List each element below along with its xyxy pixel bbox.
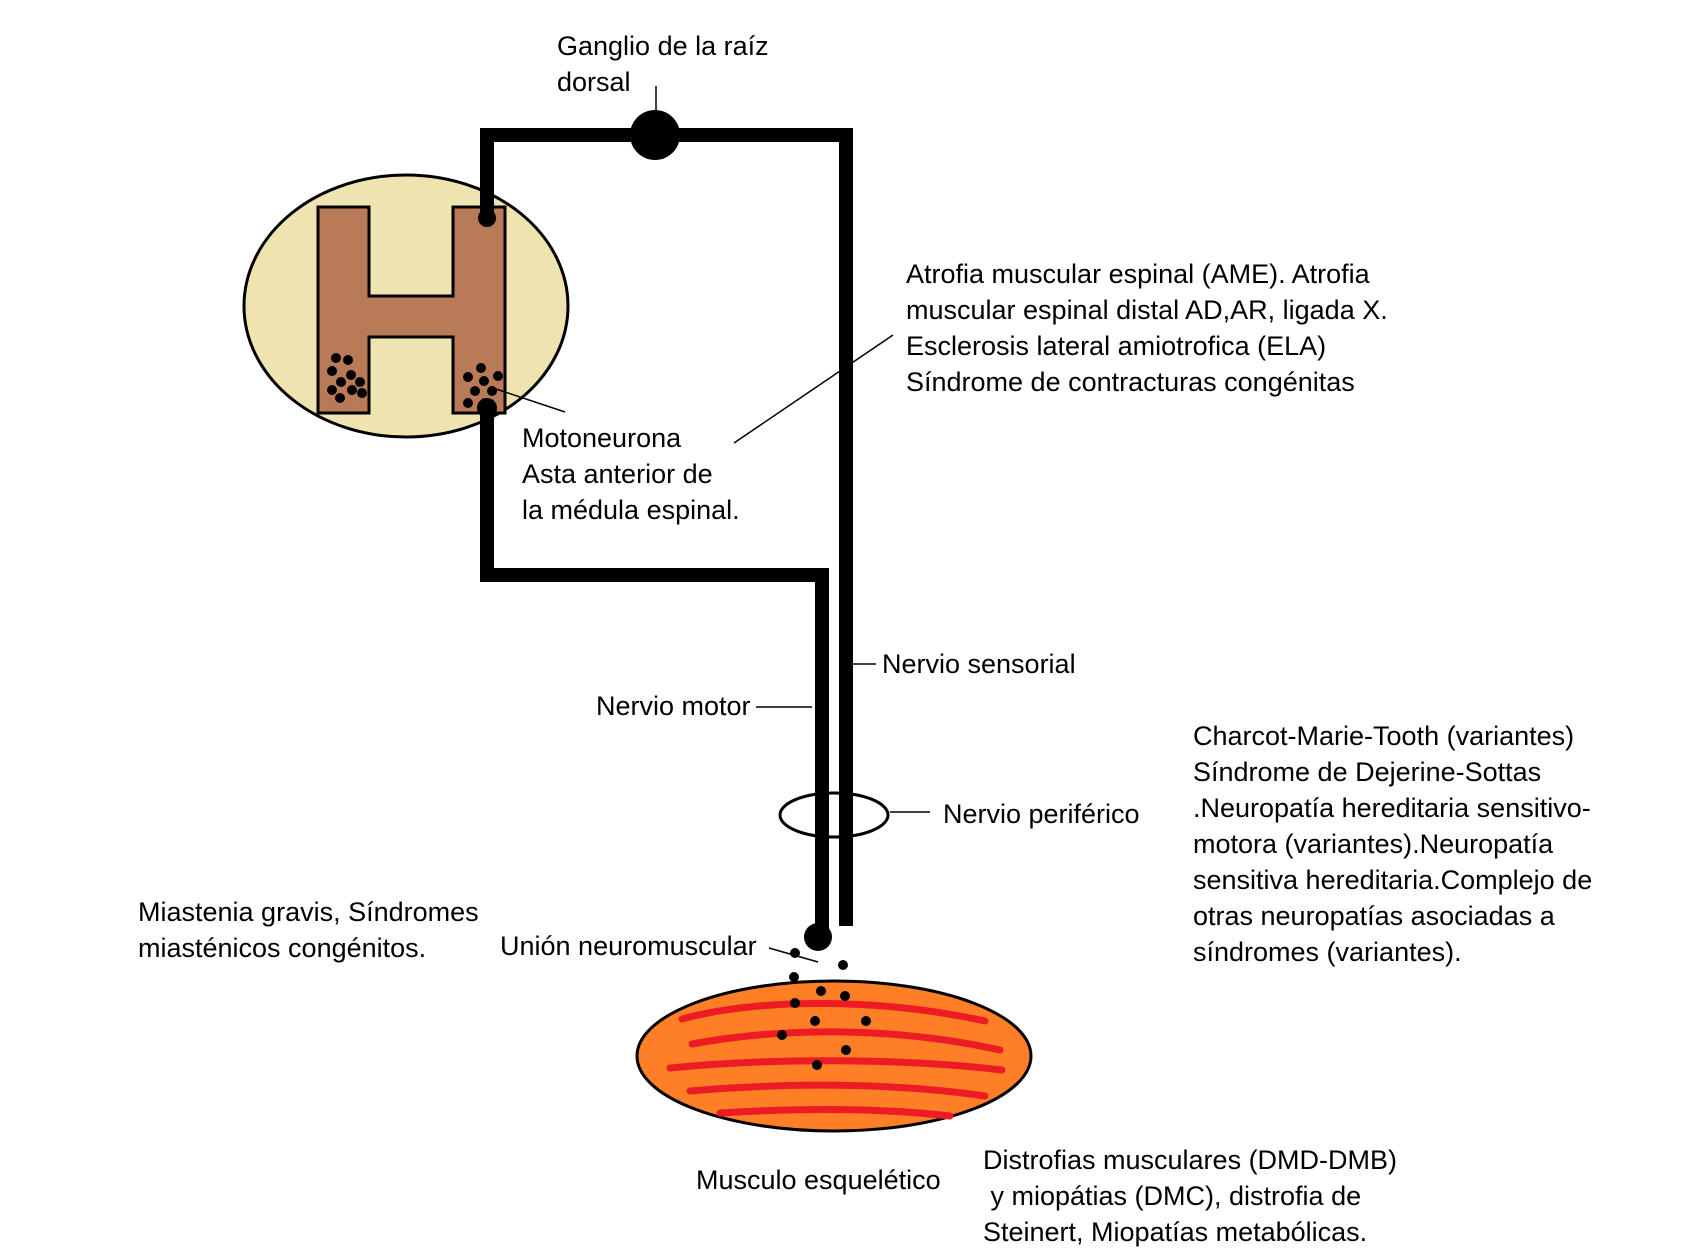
leader-motoneuron	[489, 386, 566, 413]
dorsal-horn-terminal	[478, 209, 496, 227]
motor-end-plate	[804, 923, 832, 951]
ventral-horn-terminal	[477, 398, 497, 418]
motoneuron-cluster-right	[463, 363, 503, 408]
muscle-fibers	[666, 1000, 1006, 1120]
leader-motoneuron-diseases	[733, 334, 894, 444]
peripheral-nerve-ring	[778, 791, 890, 839]
motoneuron-diseases-label: Atrofia muscular espinal (AME). Atrofia …	[906, 259, 1388, 397]
muscle-label: Musculo esquelético	[696, 1165, 941, 1195]
neuropathy-diseases-label: Charcot-Marie-Tooth (variantes) Síndrome…	[1193, 721, 1593, 967]
muscle-diseases-label: Distrofias musculares (DMD-DMB) y miopát…	[983, 1145, 1398, 1247]
nmj-label: Unión neuromuscular	[500, 931, 757, 961]
ganglion-label: Ganglio de la raíz dorsal	[557, 31, 769, 97]
motoneuron-cluster-left	[327, 353, 367, 403]
motoneuron-label: Motoneurona Asta anterior de la médula e…	[522, 423, 740, 525]
nmj-diseases-label: Miastenia gravis, Síndromes miasténicos …	[138, 897, 479, 963]
peripheral-nerve-label: Nervio periférico	[943, 799, 1140, 829]
gray-matter-h	[316, 205, 507, 415]
neurotransmitter-dots	[777, 948, 871, 1070]
motor-nerve-fiber	[480, 408, 829, 936]
skeletal-muscle	[635, 979, 1033, 1133]
motor-nerve-label: Nervio motor	[596, 691, 751, 721]
dorsal-root-ganglion	[630, 110, 680, 160]
sensory-nerve-label: Nervio sensorial	[882, 649, 1076, 679]
